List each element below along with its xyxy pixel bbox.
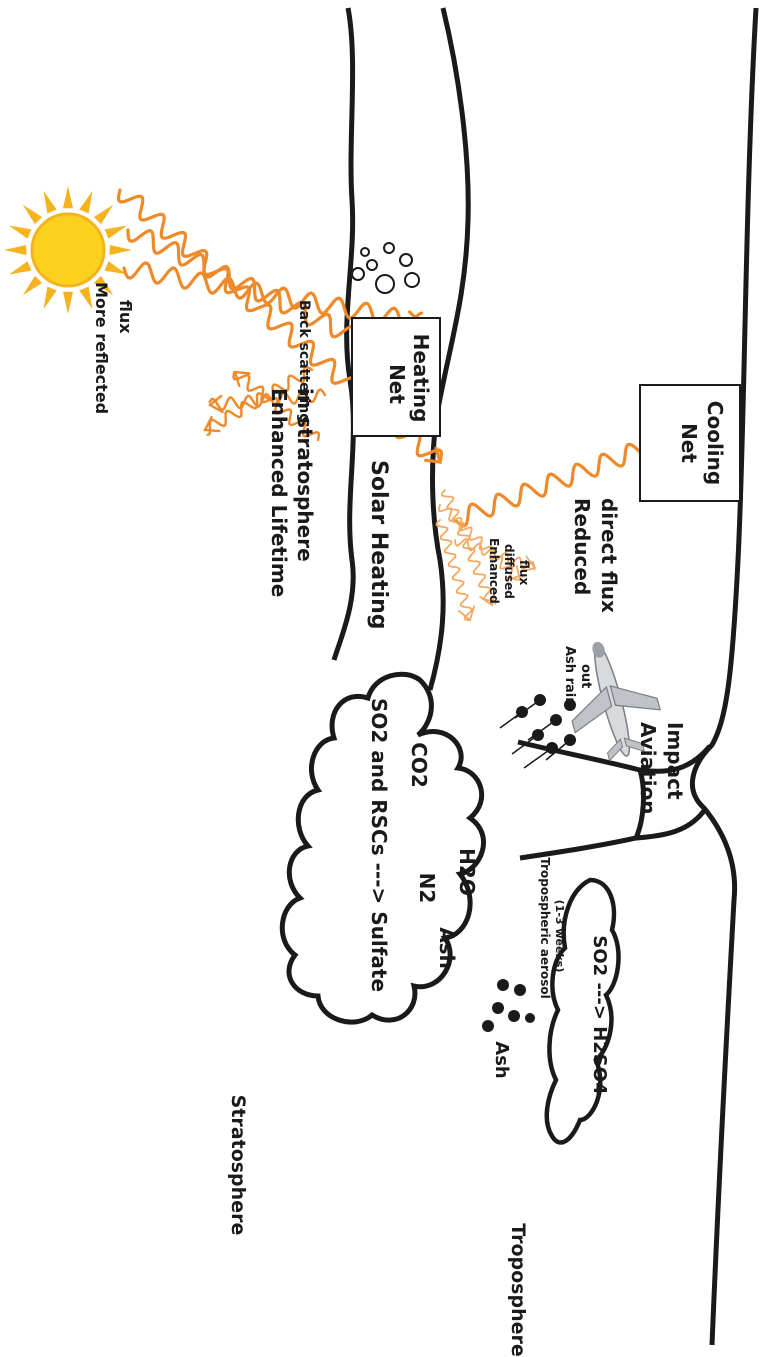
stratosphere-label: Stratosphere: [227, 1095, 249, 1236]
sun-icon: [4, 186, 132, 314]
aerosol-particles: [352, 243, 419, 293]
tropospheric-ash-particles: [482, 979, 535, 1032]
sun-ray: [23, 205, 42, 224]
solar-heating-label: Solar Heating: [366, 460, 391, 630]
plume-ash-label: Ash: [435, 927, 459, 969]
aviation-impact-label-line2: Impact: [663, 722, 687, 800]
aviation-impact-label-line1: Aviation: [636, 722, 660, 815]
sun-ray: [23, 276, 42, 295]
plume-h2o-label: H2O: [455, 848, 479, 896]
sun-ray: [110, 245, 132, 255]
sun-ray: [105, 226, 128, 239]
sun-ray: [4, 245, 26, 255]
sun-ray: [44, 287, 57, 310]
tropospheric-aerosol-duration: (1-3 weeks): [553, 900, 566, 973]
plume-n2-label: N2: [415, 873, 439, 904]
reduced-direct-flux-line2: direct flux: [597, 498, 621, 613]
sun-ray: [63, 292, 73, 314]
enhanced-diffused-flux-line1: Enhanced: [487, 538, 501, 604]
so2-h2so4-label: SO2 ---> H2SO4: [589, 935, 610, 1094]
net-heating-label-line1: Net: [385, 364, 409, 404]
plume-so2-sulfate-label: SO2 and RSCs ---> Sulfate: [367, 698, 391, 992]
enhanced-lifetime-label-line1: Enhanced Lifetime: [267, 388, 291, 597]
ash-rain-out-label-line2: out: [578, 664, 593, 688]
sun-ray: [9, 261, 32, 274]
reduced-direct-flux-line1: Reduced: [570, 498, 594, 595]
sun-ray: [79, 287, 92, 310]
troposphere-label: Troposphere: [507, 1223, 529, 1357]
ash-rain-out-label-line1: Ash rain: [562, 646, 577, 706]
sun-ray: [94, 205, 113, 224]
ground-surface: [692, 8, 756, 1345]
back-scattering-label: Back scattering: [296, 300, 312, 423]
plume-co2-label: CO2: [407, 742, 431, 788]
tropospheric-aerosol-label: Tropospheric aerosol: [538, 857, 552, 999]
net-heating-label-line2: Heating: [409, 334, 433, 423]
sun-ray: [9, 226, 32, 239]
more-reflected-flux-line2: flux: [116, 300, 135, 334]
sun-ray: [63, 186, 73, 208]
sun-ray: [44, 191, 57, 214]
enhanced-diffused-flux-line3: flux: [517, 560, 531, 585]
aerosol-band-upper-boundary: [334, 8, 353, 660]
more-reflected-flux-line1: More reflected: [92, 282, 111, 414]
net-cooling-label-line2: Cooling: [703, 401, 727, 485]
ash-label: Ash: [491, 1041, 512, 1078]
net-cooling-label-line1: Net: [677, 423, 701, 463]
sun-ray: [79, 191, 92, 214]
enhanced-diffused-flux-line2: diffused: [502, 544, 516, 599]
reduced-direct-flux-ray: [455, 434, 666, 526]
